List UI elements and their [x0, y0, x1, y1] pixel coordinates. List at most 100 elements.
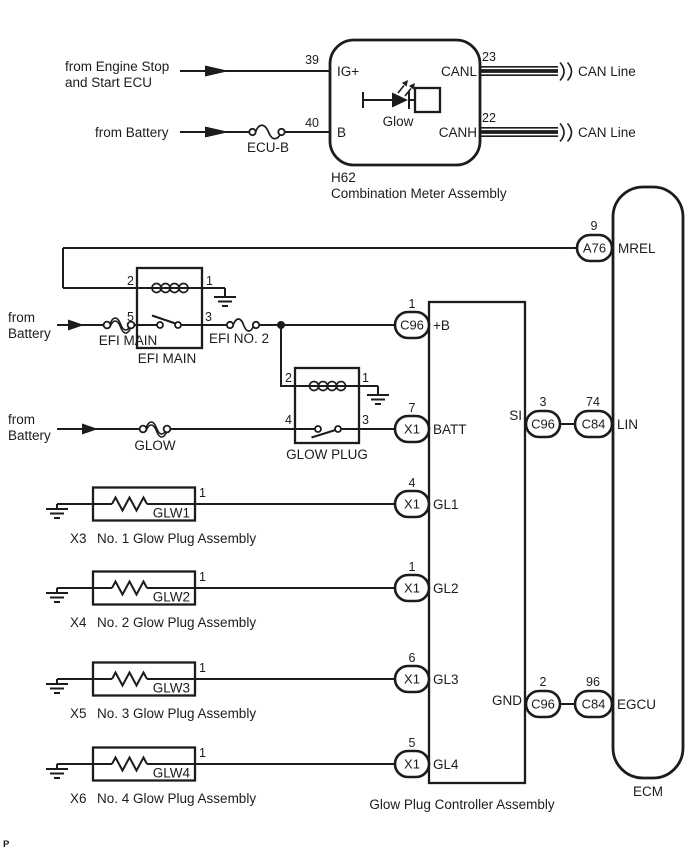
- fusible-link-wave-icon: [145, 424, 168, 438]
- glow-plug-caption: No. 3 Glow Plug Assembly: [97, 706, 256, 721]
- relay-pin-4: 4: [285, 413, 292, 427]
- connector-pill-x1-gl2: [393, 573, 431, 603]
- connector-pill-text: C96: [531, 417, 555, 432]
- controller-box: [427, 300, 527, 785]
- glow-indicator-led: Glow: [362, 80, 442, 129]
- glow-plug-connector-id: X3: [70, 531, 87, 546]
- canl-terminal-label: CANL: [441, 64, 478, 79]
- connector-pill-a76: [575, 233, 614, 263]
- terminal-label-batt: BATT: [433, 422, 467, 437]
- fuse-terminal-icon: [225, 320, 235, 330]
- terminal-pin: 4: [409, 476, 416, 490]
- ig-terminal-label: IG+: [337, 64, 359, 79]
- connector-pill-x1-gl3: [393, 664, 431, 694]
- terminal-pin: 6: [409, 651, 416, 665]
- glow-plug-connector-id: X6: [70, 791, 87, 806]
- connector-pill-text: X1: [404, 581, 420, 596]
- b-terminal-label: B: [337, 125, 346, 140]
- meter-id: H62: [331, 170, 356, 185]
- glow-plug-box-pin: 1: [199, 570, 206, 584]
- ecm-box: [611, 185, 685, 780]
- can-lines: 23 CAN Line 22 CAN Line: [480, 50, 636, 143]
- battery-source-top: from Battery ECU-B: [95, 124, 330, 155]
- glow-fuse-label: GLOW: [134, 438, 176, 453]
- connector-pill-c96-si: [524, 409, 562, 439]
- glow-plug-relay: 2 1 4 3 GLOW PLUG: [170, 366, 395, 462]
- relay-pin-3: 3: [205, 310, 212, 324]
- efi-main-relay: 2 1 5 3 EFI MAIN: [127, 266, 236, 366]
- combination-meter-assembly: 39 40 IG+ B CANL CANH Glow H62 Combinati…: [305, 38, 507, 201]
- efi-no2-fuse-label: EFI NO. 2: [209, 331, 269, 346]
- emission-arrowhead-icon: [408, 83, 415, 90]
- connector-pill-x1-gl1: [393, 489, 431, 519]
- ground-icon: [46, 504, 68, 519]
- efi-main-fuse: EFI MAIN: [99, 317, 158, 348]
- terminal-label-gl1: GL1: [433, 497, 459, 512]
- glow-plug-caption: No. 4 Glow Plug Assembly: [97, 791, 256, 806]
- connector-pill-text: C96: [531, 697, 555, 712]
- can-line-label-2: CAN Line: [578, 125, 636, 140]
- terminal-label-gl3: GL3: [433, 672, 459, 687]
- flow-arrow-icon: [205, 65, 229, 77]
- can-line-label-1: CAN Line: [578, 64, 636, 79]
- mrel-wire: [62, 247, 577, 289]
- fuse-terminal-icon: [102, 320, 112, 330]
- glow-plug-caption: No. 1 Glow Plug Assembly: [97, 531, 256, 546]
- glow-plug-part-label: GLW4: [153, 766, 191, 781]
- egcu-terminal-label: EGCU: [617, 697, 656, 712]
- resistor-icon: [111, 755, 148, 773]
- junction-to-glow-relay-wire: [280, 325, 295, 387]
- engine-stop-label-line1: from Engine Stop: [65, 59, 169, 74]
- fuse-terminal-icon: [277, 127, 286, 137]
- meter-box: [328, 38, 482, 167]
- glow-plug-row-2: GLW2 1 X4 No. 2 Glow Plug Assembly: [46, 570, 395, 630]
- glow-indicator-label: Glow: [383, 114, 414, 129]
- switch-contact-icon: [334, 425, 342, 433]
- terminal-label-gl4: GL4: [433, 757, 459, 772]
- lin-terminal-label: LIN: [617, 417, 638, 432]
- switch-contact-icon: [314, 425, 322, 433]
- engine-stop-label-line2: and Start ECU: [65, 75, 152, 90]
- relay-pin-1: 1: [362, 371, 369, 385]
- switch-blade: [151, 314, 176, 325]
- connector-pill-text: A76: [583, 241, 606, 256]
- ground-icon: [46, 679, 68, 694]
- led-triangle-icon: [392, 92, 408, 108]
- glow-plug-part-label: GLW2: [153, 590, 190, 605]
- ecu-b-fuse: ECU-B: [247, 124, 289, 155]
- canh-terminal-label: CANH: [439, 125, 477, 140]
- fuse-terminal-icon: [162, 424, 172, 434]
- resistor-icon: [111, 579, 148, 597]
- terminal-label-gl2: GL2: [433, 581, 459, 596]
- battery-low-label-2: Battery: [8, 428, 51, 443]
- line-break-icon: [559, 61, 573, 82]
- terminal-pin: 1: [409, 560, 416, 574]
- glow-plug-controller: C96 1 +B X1 7 BATT X1 4 GL1 X1 1 GL2 X1 …: [369, 297, 555, 812]
- ground-icon: [46, 588, 68, 603]
- gnd-c96-pin: 2: [540, 675, 547, 689]
- fusible-link-wave-icon: [145, 421, 168, 435]
- glow-plug-box-pin: 1: [199, 661, 206, 675]
- battery-mid-label-1: from: [8, 310, 35, 325]
- efi-main-fuse-label: EFI MAIN: [99, 333, 158, 348]
- ecm-caption: ECM: [633, 784, 663, 799]
- connector-pill-c84-lin: [573, 409, 614, 439]
- engine-stop-source: from Engine Stop and Start ECU: [65, 59, 330, 90]
- glow-plug-caption: No. 2 Glow Plug Assembly: [97, 615, 256, 630]
- pin-23: 23: [482, 50, 496, 64]
- ground-icon: [367, 386, 389, 405]
- switch-contact-icon: [174, 321, 182, 329]
- gnd-terminal-label: GND: [492, 693, 522, 708]
- glow-plug-relay-label: GLOW PLUG: [286, 447, 368, 462]
- fuse-terminal-icon: [251, 320, 261, 330]
- glow-plug-connector-id: X5: [70, 706, 87, 721]
- glow-plug-row-4: GLW4 1 X6 No. 4 Glow Plug Assembly: [46, 746, 395, 806]
- connector-pill-text: C84: [582, 417, 606, 432]
- ground-icon: [214, 288, 236, 307]
- relay-pin-5: 5: [127, 310, 134, 324]
- battery-source-mid: from Battery: [8, 310, 104, 341]
- ecu-b-fuse-label: ECU-B: [247, 140, 289, 155]
- indicator-block: [413, 86, 442, 114]
- connector-pill-text: X1: [404, 422, 420, 437]
- pin-22: 22: [482, 111, 496, 125]
